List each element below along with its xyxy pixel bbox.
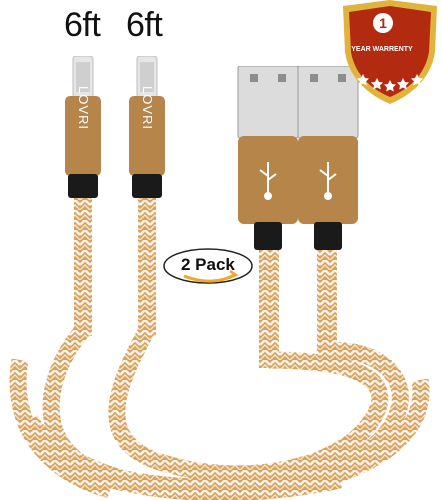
pack-badge xyxy=(163,248,253,284)
star-icon xyxy=(357,74,423,92)
brand-label-left: LOVRI xyxy=(76,86,91,131)
cable-segment xyxy=(138,196,156,336)
warranty-shield-icon xyxy=(343,0,437,104)
warranty-number: 1 xyxy=(379,15,387,31)
lightning-connector-right xyxy=(129,56,165,198)
lightning-connector-left xyxy=(65,56,101,198)
cable-segment xyxy=(259,248,279,368)
pack-label: 2 Pack xyxy=(181,255,235,274)
brand-label-right: LOVRI xyxy=(140,86,155,131)
length-label-left: 6ft xyxy=(64,6,101,44)
warranty-label: YEAR WARRENTY xyxy=(351,46,413,53)
cable-coil xyxy=(9,324,430,500)
usb-symbol-icon xyxy=(259,162,277,200)
usb-connector-right xyxy=(297,66,359,250)
usb-symbol-icon xyxy=(319,162,337,200)
cable-segment xyxy=(317,248,337,368)
length-label-right: 6ft xyxy=(126,6,163,44)
cable-segment xyxy=(74,196,92,336)
usb-connector-left xyxy=(237,66,299,250)
